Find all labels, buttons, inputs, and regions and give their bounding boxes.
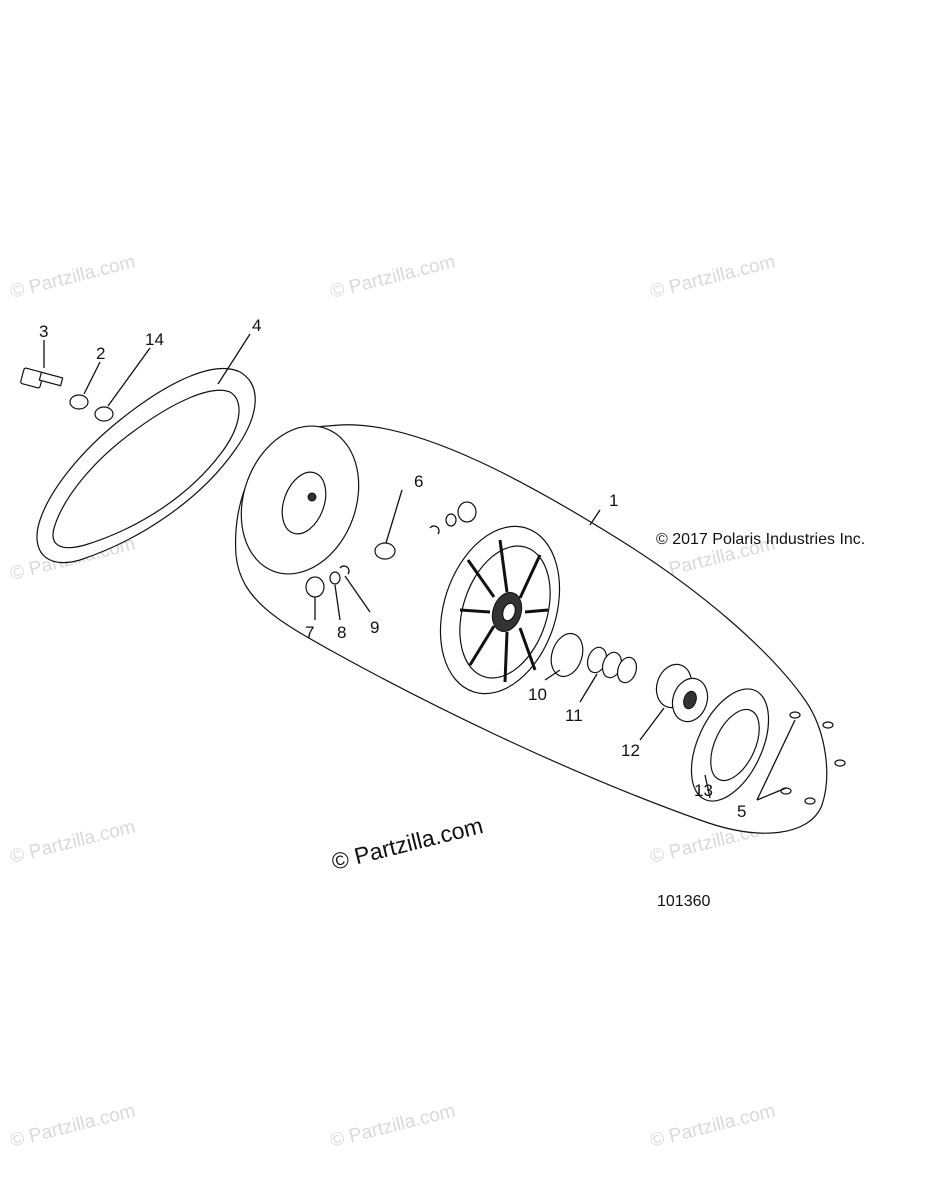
watermark-text: © Partzilla.com: [8, 1101, 137, 1152]
callout-5: 5: [737, 802, 746, 821]
driven-sheave: [240, 425, 360, 575]
watermark-text: © Partzilla.com: [328, 252, 457, 303]
watermark-main: © Partzilla.com: [329, 812, 486, 875]
watermark-text: © Partzilla.com: [648, 1101, 777, 1152]
reference-number: 101360: [657, 893, 710, 910]
callout-10: 10: [528, 685, 547, 704]
bolt: [20, 367, 64, 389]
watermark-text: © Partzilla.com: [8, 252, 137, 303]
callout-6: 6: [414, 472, 423, 491]
ring: [374, 542, 396, 560]
washer: [69, 394, 89, 410]
spring: [586, 646, 638, 684]
callout-13: 13: [694, 781, 713, 800]
o-ring: [94, 406, 114, 422]
callout-7: 7: [305, 623, 314, 642]
callout-4: 4: [252, 316, 261, 335]
callout-14: 14: [145, 330, 164, 349]
drive-belt: [36, 368, 256, 564]
bearing: [655, 663, 709, 723]
callout-1: 1: [609, 491, 618, 510]
callout-9: 9: [370, 618, 379, 637]
clutch-spider: [439, 525, 561, 695]
callout-12: 12: [621, 741, 640, 760]
watermark-text: © Partzilla.com: [328, 1101, 457, 1152]
callout-8: 8: [337, 623, 346, 642]
callout-2: 2: [96, 344, 105, 363]
copyright-text: © 2017 Polaris Industries Inc.: [656, 531, 865, 548]
callouts: 1 2 3 4 5 6 7 8 9 10 11 12 13 14: [39, 316, 746, 821]
e-clip: [339, 565, 350, 575]
callout-3: 3: [39, 322, 48, 341]
washer: [329, 571, 341, 585]
watermark-text: © Partzilla.com: [8, 817, 137, 868]
bearing-plate: [690, 688, 770, 802]
washer: [445, 513, 457, 527]
bushing: [305, 576, 325, 598]
bushing: [457, 501, 477, 523]
seal-ring: [550, 632, 584, 678]
watermark-text: © Partzilla.com: [648, 252, 777, 303]
callout-11: 11: [565, 706, 583, 725]
leader-lines: [43, 333, 796, 801]
e-clip: [429, 525, 440, 535]
